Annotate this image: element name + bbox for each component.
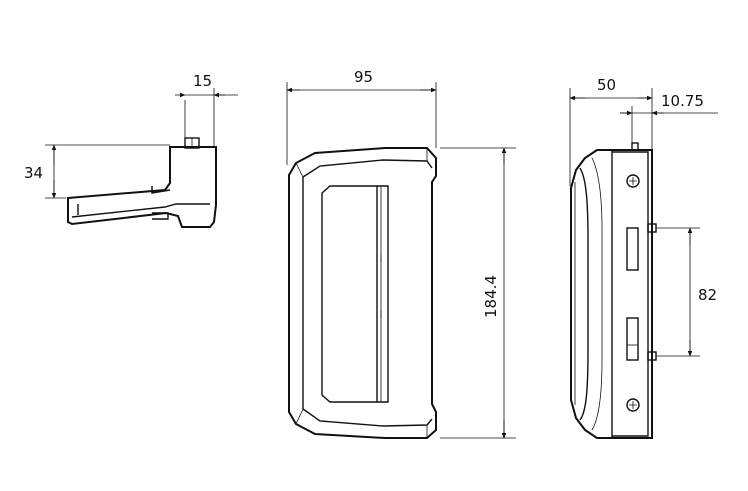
front-height-dimension: 184.4 <box>482 275 500 318</box>
rear-slot-upper <box>626 227 639 271</box>
side-lever-outline <box>67 146 217 228</box>
rear-body-outline <box>570 149 653 439</box>
rear-spacing-dimension: 82 <box>698 286 717 304</box>
front-view: 95 184.4 <box>286 68 516 439</box>
rear-offset-dimension: 10.75 <box>661 92 704 110</box>
side-view: 15 34 <box>24 72 238 228</box>
rear-slot-lower <box>626 317 639 361</box>
front-width-dimension: 95 <box>354 68 373 86</box>
screw-icon <box>626 398 640 412</box>
rear-width-dimension: 50 <box>597 76 616 94</box>
screw-icon <box>626 174 640 188</box>
side-height-dimension: 34 <box>24 164 43 182</box>
front-handle-outline <box>288 147 437 439</box>
front-recess <box>321 185 378 403</box>
rear-view: 50 10.75 82 <box>569 76 718 439</box>
side-width-dimension: 15 <box>193 72 212 90</box>
